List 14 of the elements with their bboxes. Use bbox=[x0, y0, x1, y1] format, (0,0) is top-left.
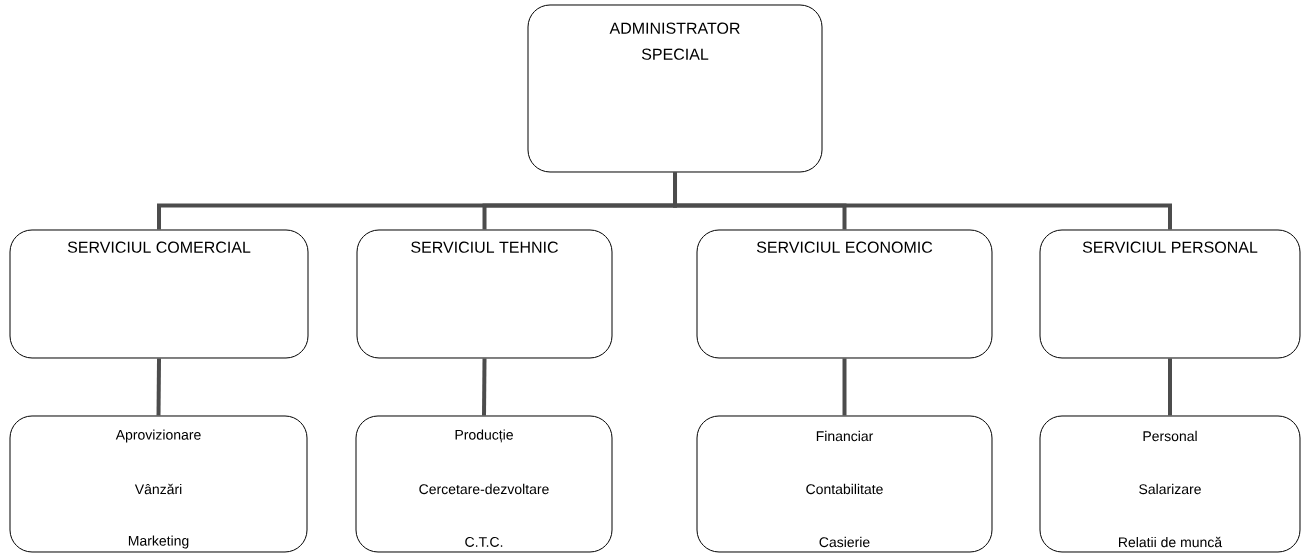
org-box: Producție Cercetare-dezvoltare C.T.C. bbox=[355, 415, 613, 553]
org-box: Aprovizionare Vânzări Marketing bbox=[9, 415, 308, 553]
org-box: SERVICIUL ECONOMIC bbox=[696, 229, 993, 359]
org-box: Personal Salarizare Relatii de muncă bbox=[1039, 415, 1301, 553]
connector bbox=[842, 358, 847, 416]
org-box: SERVICIUL PERSONAL bbox=[1039, 229, 1301, 359]
org-box: ADMINISTRATOR SPECIAL bbox=[527, 4, 823, 173]
connector bbox=[1168, 358, 1172, 416]
connector bbox=[673, 172, 1172, 230]
connector bbox=[156, 358, 161, 416]
connector bbox=[482, 358, 487, 416]
org-box: Financiar Contabilitate Casierie bbox=[696, 415, 993, 553]
org-box: SERVICIUL COMERCIAL bbox=[9, 229, 309, 359]
org-box: SERVICIUL TEHNIC bbox=[356, 229, 613, 359]
